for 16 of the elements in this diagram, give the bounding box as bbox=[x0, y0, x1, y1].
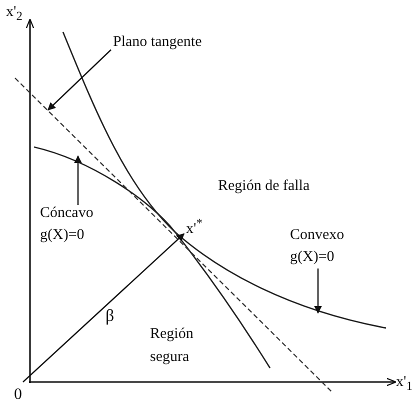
leader-arrow bbox=[47, 49, 112, 111]
region-label: Región de falla bbox=[218, 177, 310, 196]
axis-label: x'$_{1}$ bbox=[396, 373, 412, 395]
equation-label: g(X)=0 bbox=[40, 226, 86, 245]
equation-label: g(X)=0 bbox=[290, 248, 336, 267]
leader-label: Plano tangente bbox=[113, 33, 202, 52]
curve-label: Cóncavo bbox=[40, 204, 94, 223]
vector-arrow bbox=[22, 233, 185, 382]
design-point-label: x'$^{*}$ bbox=[186, 215, 202, 239]
edge-label: β bbox=[106, 304, 114, 327]
leader-arrow bbox=[74, 155, 82, 205]
axis-label: x'$_{2}$ bbox=[6, 3, 22, 25]
origin-label: 0 bbox=[14, 385, 22, 402]
curve-label: Convexo bbox=[290, 226, 344, 245]
leader-arrow bbox=[314, 268, 322, 314]
region-label: Región segura bbox=[150, 325, 194, 368]
